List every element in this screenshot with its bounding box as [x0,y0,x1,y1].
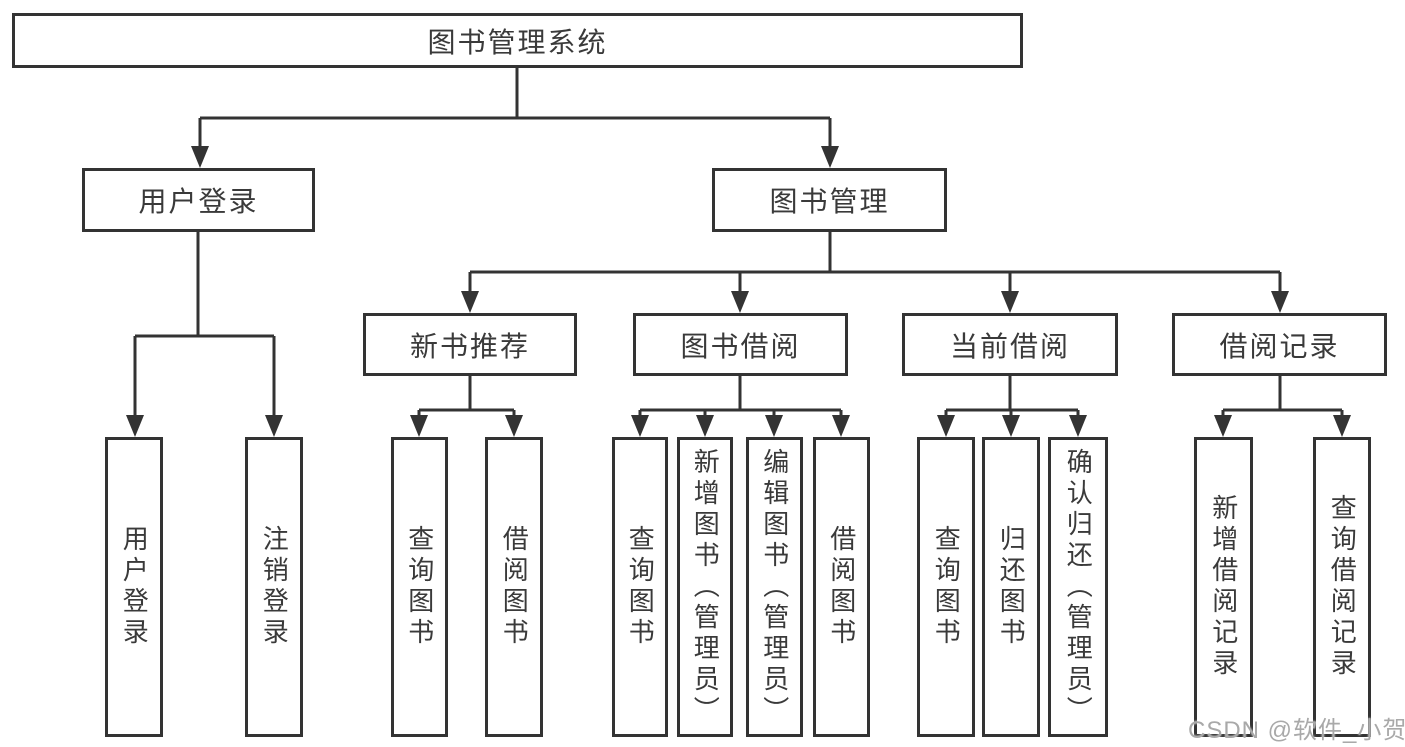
node-borrowing-records: 借阅记录 [1172,313,1387,376]
leaf-query-books-recommend-label: 查询图书 [404,525,435,649]
leaf-return-books-label: 归还图书 [996,525,1027,649]
node-new-book-recommendation: 新书推荐 [363,313,577,376]
leaf-confirm-return-admin-label: 确认归还（管理员） [1063,447,1094,727]
leaf-query-books-borrowing-label: 查询图书 [625,525,656,649]
csdn-watermark: CSDN @软件_小贺同学 [1188,717,1405,744]
leaf-query-books-current: 查询图书 [917,437,975,737]
leaf-borrow-books-borrowing: 借阅图书 [813,437,870,737]
node-current-borrowing: 当前借阅 [902,313,1118,376]
leaf-edit-book-admin: 编辑图书（管理员） [746,437,803,737]
leaf-add-book-admin-label: 新增图书（管理员） [690,447,721,727]
leaf-edit-book-admin-label: 编辑图书（管理员） [759,447,790,727]
leaf-query-books-recommend: 查询图书 [391,437,448,737]
leaf-user-login-label: 用户登录 [119,525,150,649]
connector-segments [133,68,1344,419]
leaf-user-login: 用户登录 [105,437,163,737]
leaf-borrow-books-borrowing-label: 借阅图书 [826,525,857,649]
leaf-add-book-admin: 新增图书（管理员） [677,437,733,737]
node-user-login: 用户登录 [82,168,315,232]
leaf-query-books-borrowing: 查询图书 [612,437,668,737]
leaf-logout: 注销登录 [245,437,303,737]
leaf-return-books: 归还图书 [982,437,1040,737]
node-library-management-system: 图书管理系统 [12,13,1023,68]
arrowhead-icons [126,146,1351,437]
leaf-query-borrow-record: 查询借阅记录 [1313,437,1371,737]
leaf-add-borrow-record: 新增借阅记录 [1194,437,1253,737]
leaf-query-books-current-label: 查询图书 [931,525,962,649]
leaf-add-borrow-record-label: 新增借阅记录 [1208,494,1239,680]
leaf-borrow-books-recommend: 借阅图书 [485,437,543,737]
leaf-confirm-return-admin: 确认归还（管理员） [1048,437,1108,737]
node-book-borrowing: 图书借阅 [633,313,848,376]
node-book-management: 图书管理 [712,168,947,232]
leaf-borrow-books-recommend-label: 借阅图书 [499,525,530,649]
leaf-logout-label: 注销登录 [259,525,290,649]
leaf-query-borrow-record-label: 查询借阅记录 [1327,494,1358,680]
